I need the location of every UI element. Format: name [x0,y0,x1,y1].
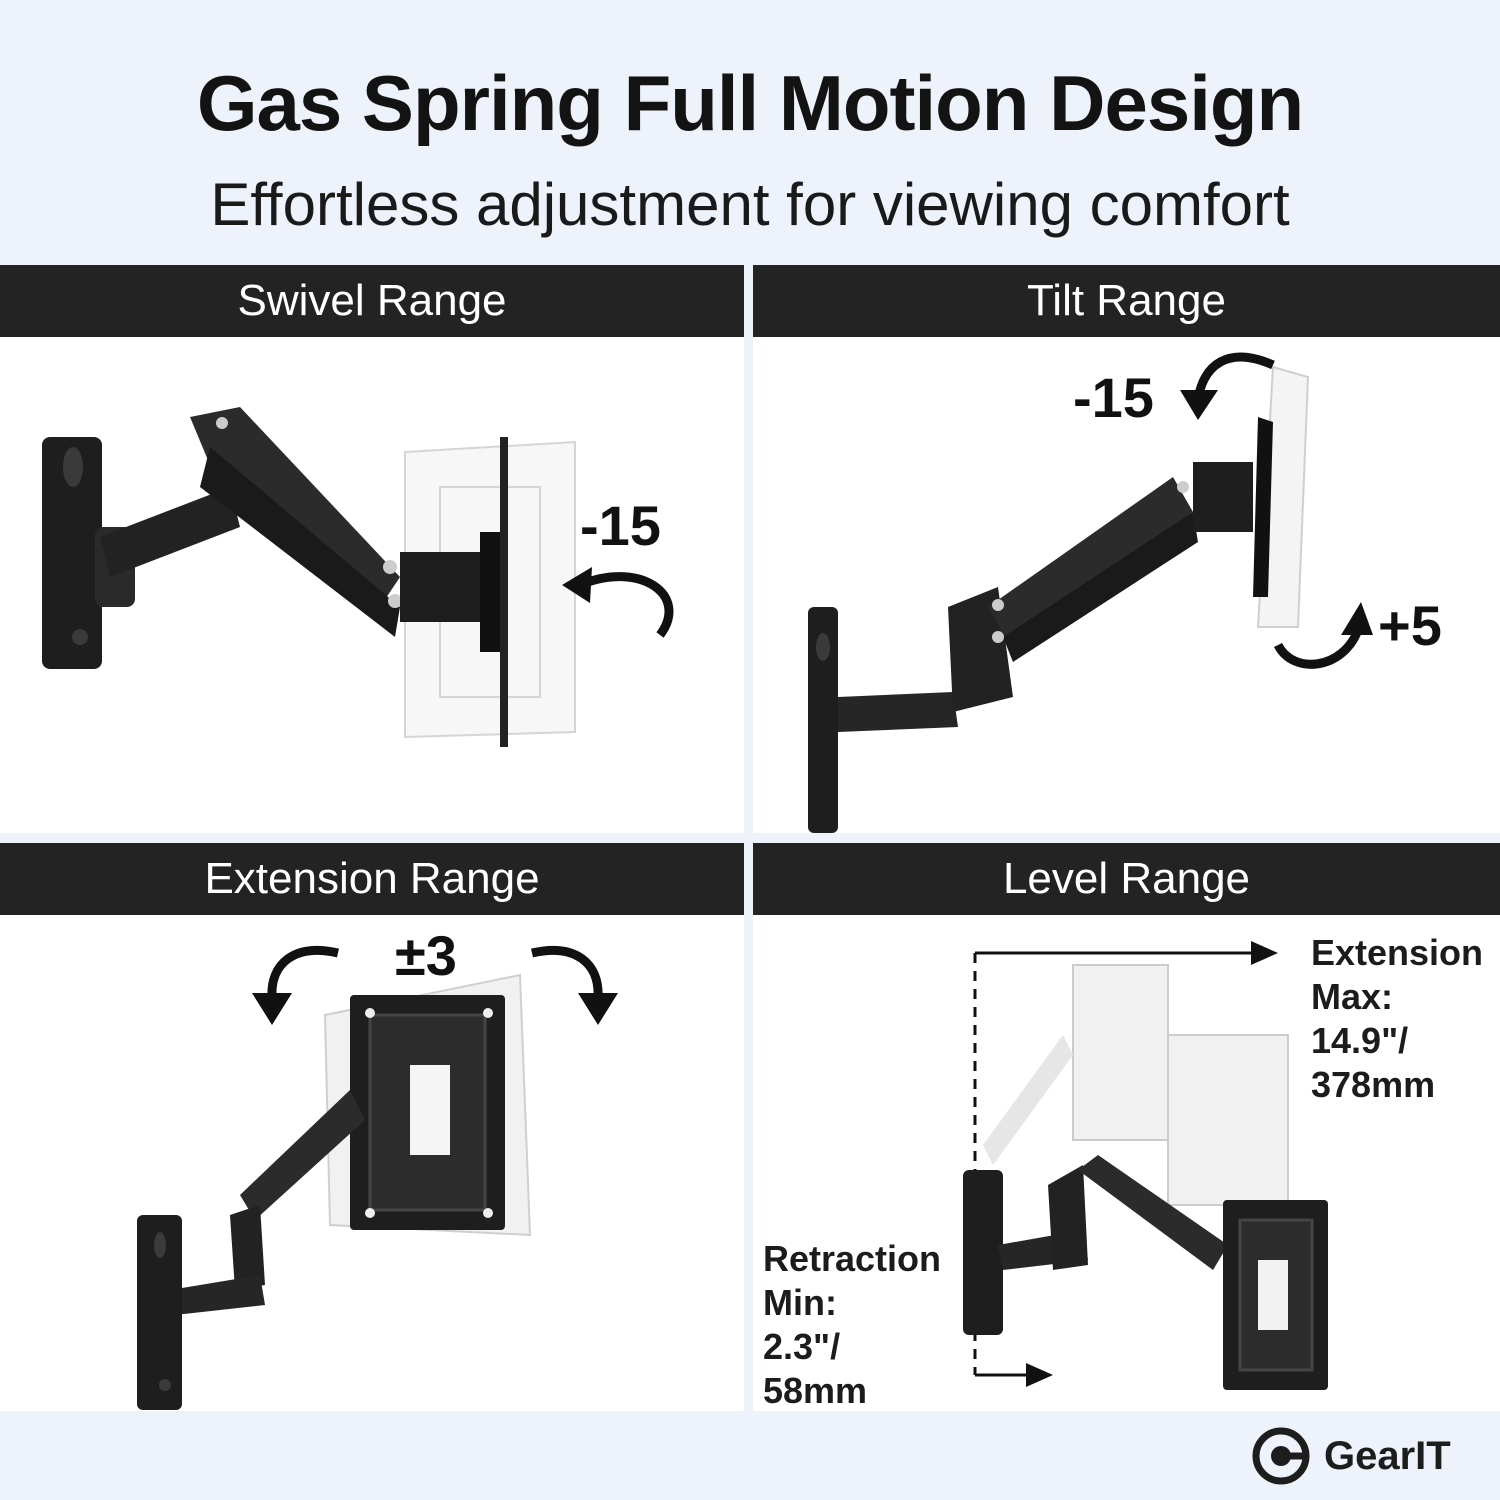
tilt-header: Tilt Range [753,265,1500,337]
swivel-header: Swivel Range [0,265,744,337]
brand-name: GearIT [1324,1433,1451,1478]
tilt-up-arrow-icon [1180,352,1275,420]
tilt-up-value: -15 [1073,366,1154,429]
retraction-min-label: Retraction Min: 2.3"/ 58mm [763,1238,942,1411]
page-title: Gas Spring Full Motion Design [196,59,1304,147]
tilt-down-value: +5 [1378,594,1442,657]
extension-illustration [137,973,532,1410]
swivel-panel: Swivel Range -15 [0,265,744,833]
extension-max-label: Extension Max: 14.9"/ 378mm [1311,932,1484,1105]
brand-logo: GearIT [1252,1426,1482,1486]
page-subtitle: Effortless adjustment for viewing comfor… [210,171,1290,238]
tilt-panel: Tilt Range -15 +5 [753,265,1500,833]
tilt-down-arrow-icon [1273,602,1373,669]
extension-value: ±3 [395,924,457,987]
level-panel: Level Range Extension Max: 14.9"/ 378mm … [753,843,1500,1411]
tilt-illustration [808,365,1310,833]
rotate-left-arrow-icon [252,945,340,1025]
level-illustration [963,941,1328,1390]
gearit-logo-icon [1252,1427,1310,1485]
level-header: Level Range [753,843,1500,915]
swivel-value: -15 [580,494,661,557]
extension-panel: Extension Range ±3 [0,843,744,1411]
extension-header: Extension Range [0,843,744,915]
swivel-illustration [42,407,576,747]
swivel-arrow-icon [562,567,674,638]
rotate-right-arrow-icon [530,945,618,1025]
